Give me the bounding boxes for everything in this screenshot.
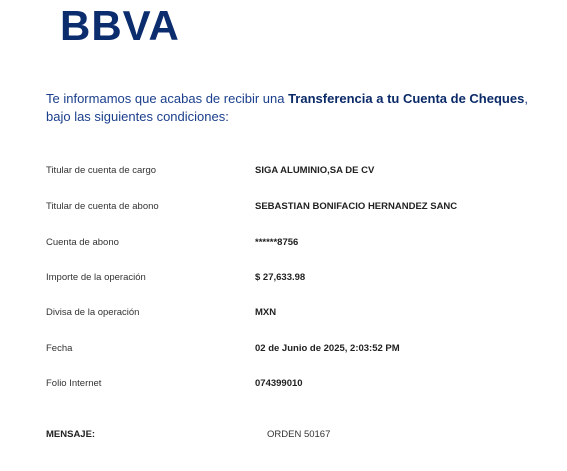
detail-row: Divisa de la operación MXN xyxy=(46,307,526,323)
bbva-logo-icon: BBVA xyxy=(60,4,180,44)
intro-text-part1: Te informamos que acabas de recibir una xyxy=(46,91,289,106)
intro-text-part2: , bajo las siguientes condiciones: xyxy=(46,91,528,124)
detail-value: $ 27,633.98 xyxy=(255,272,306,283)
detail-value: SEBASTIAN BONIFACIO HERNANDEZ SANC xyxy=(255,201,458,212)
intro-highlight: Transferencia a tu Cuenta de Cheques xyxy=(288,91,525,106)
logo-text: BBVA xyxy=(60,4,180,44)
intro-paragraph: Te informamos que acabas de recibir una … xyxy=(46,90,551,126)
message-row: MENSAJE: ORDEN 50167 xyxy=(46,429,526,445)
detail-row: Titular de cuenta de abono SEBASTIAN BON… xyxy=(46,201,526,217)
detail-label: Fecha xyxy=(46,343,73,354)
detail-value: ******8756 xyxy=(255,237,299,248)
detail-label: Titular de cuenta de cargo xyxy=(46,165,157,176)
detail-label: Folio Internet xyxy=(46,378,102,389)
message-value: ORDEN 50167 xyxy=(267,429,331,440)
detail-row: Titular de cuenta de cargo SIGA ALUMINIO… xyxy=(46,165,526,181)
bbva-logo: BBVA xyxy=(60,4,190,44)
message-label: MENSAJE: xyxy=(46,429,96,440)
detail-value: 02 de Junio de 2025, 2:03:52 PM xyxy=(255,343,400,354)
detail-value: 074399010 xyxy=(255,378,303,389)
detail-label: Titular de cuenta de abono xyxy=(46,201,159,212)
detail-value: MXN xyxy=(255,307,277,318)
detail-row: Cuenta de abono ******8756 xyxy=(46,237,526,253)
detail-row: Folio Internet 074399010 xyxy=(46,378,526,394)
detail-label: Importe de la operación xyxy=(46,272,146,283)
detail-label: Divisa de la operación xyxy=(46,307,140,318)
detail-value: SIGA ALUMINIO,SA DE CV xyxy=(255,165,375,176)
detail-row: Importe de la operación $ 27,633.98 xyxy=(46,272,526,288)
detail-row: Fecha 02 de Junio de 2025, 2:03:52 PM xyxy=(46,343,526,359)
detail-label: Cuenta de abono xyxy=(46,237,119,248)
